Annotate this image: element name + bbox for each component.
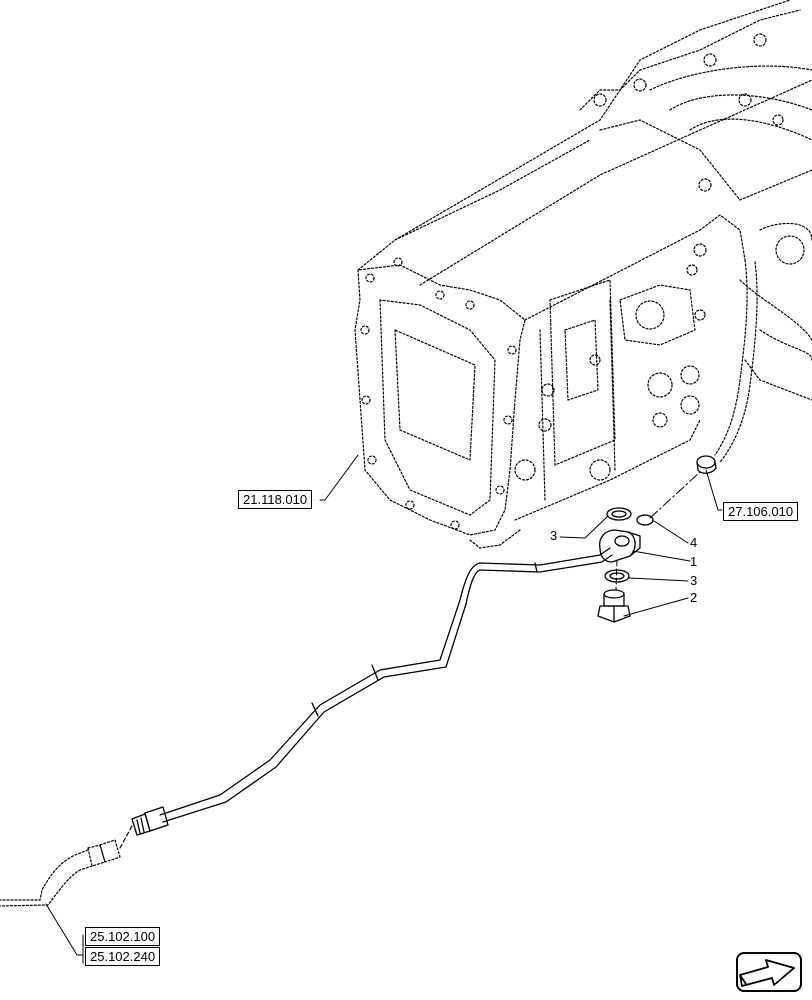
- leader-lines: [45, 454, 723, 964]
- callout-number: 3: [690, 573, 698, 588]
- ref-box-25-102-240[interactable]: 25.102.240: [85, 947, 161, 966]
- callout-number: 3: [550, 528, 558, 543]
- next-page-button[interactable]: [736, 952, 802, 992]
- ref-box-hydraulic-pipe-end[interactable]: 27.106.010: [723, 502, 799, 521]
- banjo-fitting-assembly: [597, 455, 717, 623]
- next-page-arrow-icon: [739, 959, 795, 987]
- callout-number: 1: [690, 554, 698, 569]
- hose-continuation: [0, 825, 133, 907]
- bolt-axis-line: [615, 559, 618, 591]
- transmission-housing-outline: [354, 0, 812, 549]
- hydraulic-pipe: [131, 547, 613, 836]
- assembly-axis-line: [649, 471, 701, 519]
- ref-box-25-102-100[interactable]: 25.102.100: [85, 927, 161, 946]
- callout-number: 4: [690, 535, 698, 550]
- callout-number: 2: [690, 590, 698, 605]
- ref-box-transmission-housing[interactable]: 21.118.010: [238, 490, 313, 509]
